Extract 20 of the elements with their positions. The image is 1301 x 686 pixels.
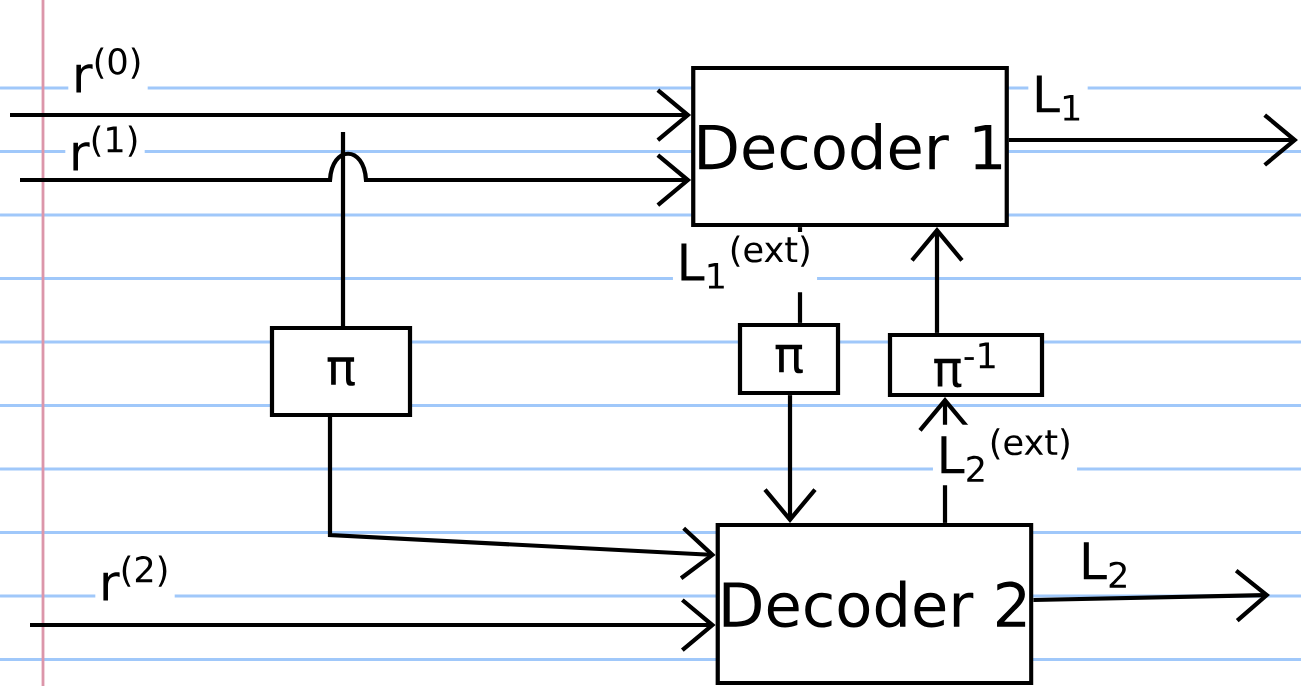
- edge-label: L$_{2}$(ext): [932, 424, 1078, 486]
- arrow: [910, 227, 964, 333]
- edge-label: r$^{(2)}$: [95, 552, 175, 605]
- decoder-box: Decoder 2: [715, 522, 1034, 686]
- edge-label: r$^{(0)}$: [68, 43, 148, 97]
- arrow: [20, 151, 692, 207]
- interleaver-box: π: [269, 325, 413, 418]
- decoder-box: Decoder 1: [691, 65, 1009, 228]
- arrow: [30, 598, 716, 652]
- arrow: [10, 88, 692, 142]
- arrow: [1008, 113, 1298, 167]
- edge-label: L$_{1}$: [1028, 71, 1088, 125]
- arrow: [763, 395, 817, 523]
- arrow: [327, 417, 716, 580]
- edge-label: L$_{2}$: [1075, 538, 1135, 592]
- edge-label: L$_{1}$(ext): [672, 231, 818, 293]
- arrow: [1033, 569, 1270, 623]
- edge-label: r$^{(1)}$: [65, 122, 145, 175]
- interleaver-box: π: [737, 322, 841, 396]
- interleaver-box: π$^{-1}$: [887, 332, 1045, 398]
